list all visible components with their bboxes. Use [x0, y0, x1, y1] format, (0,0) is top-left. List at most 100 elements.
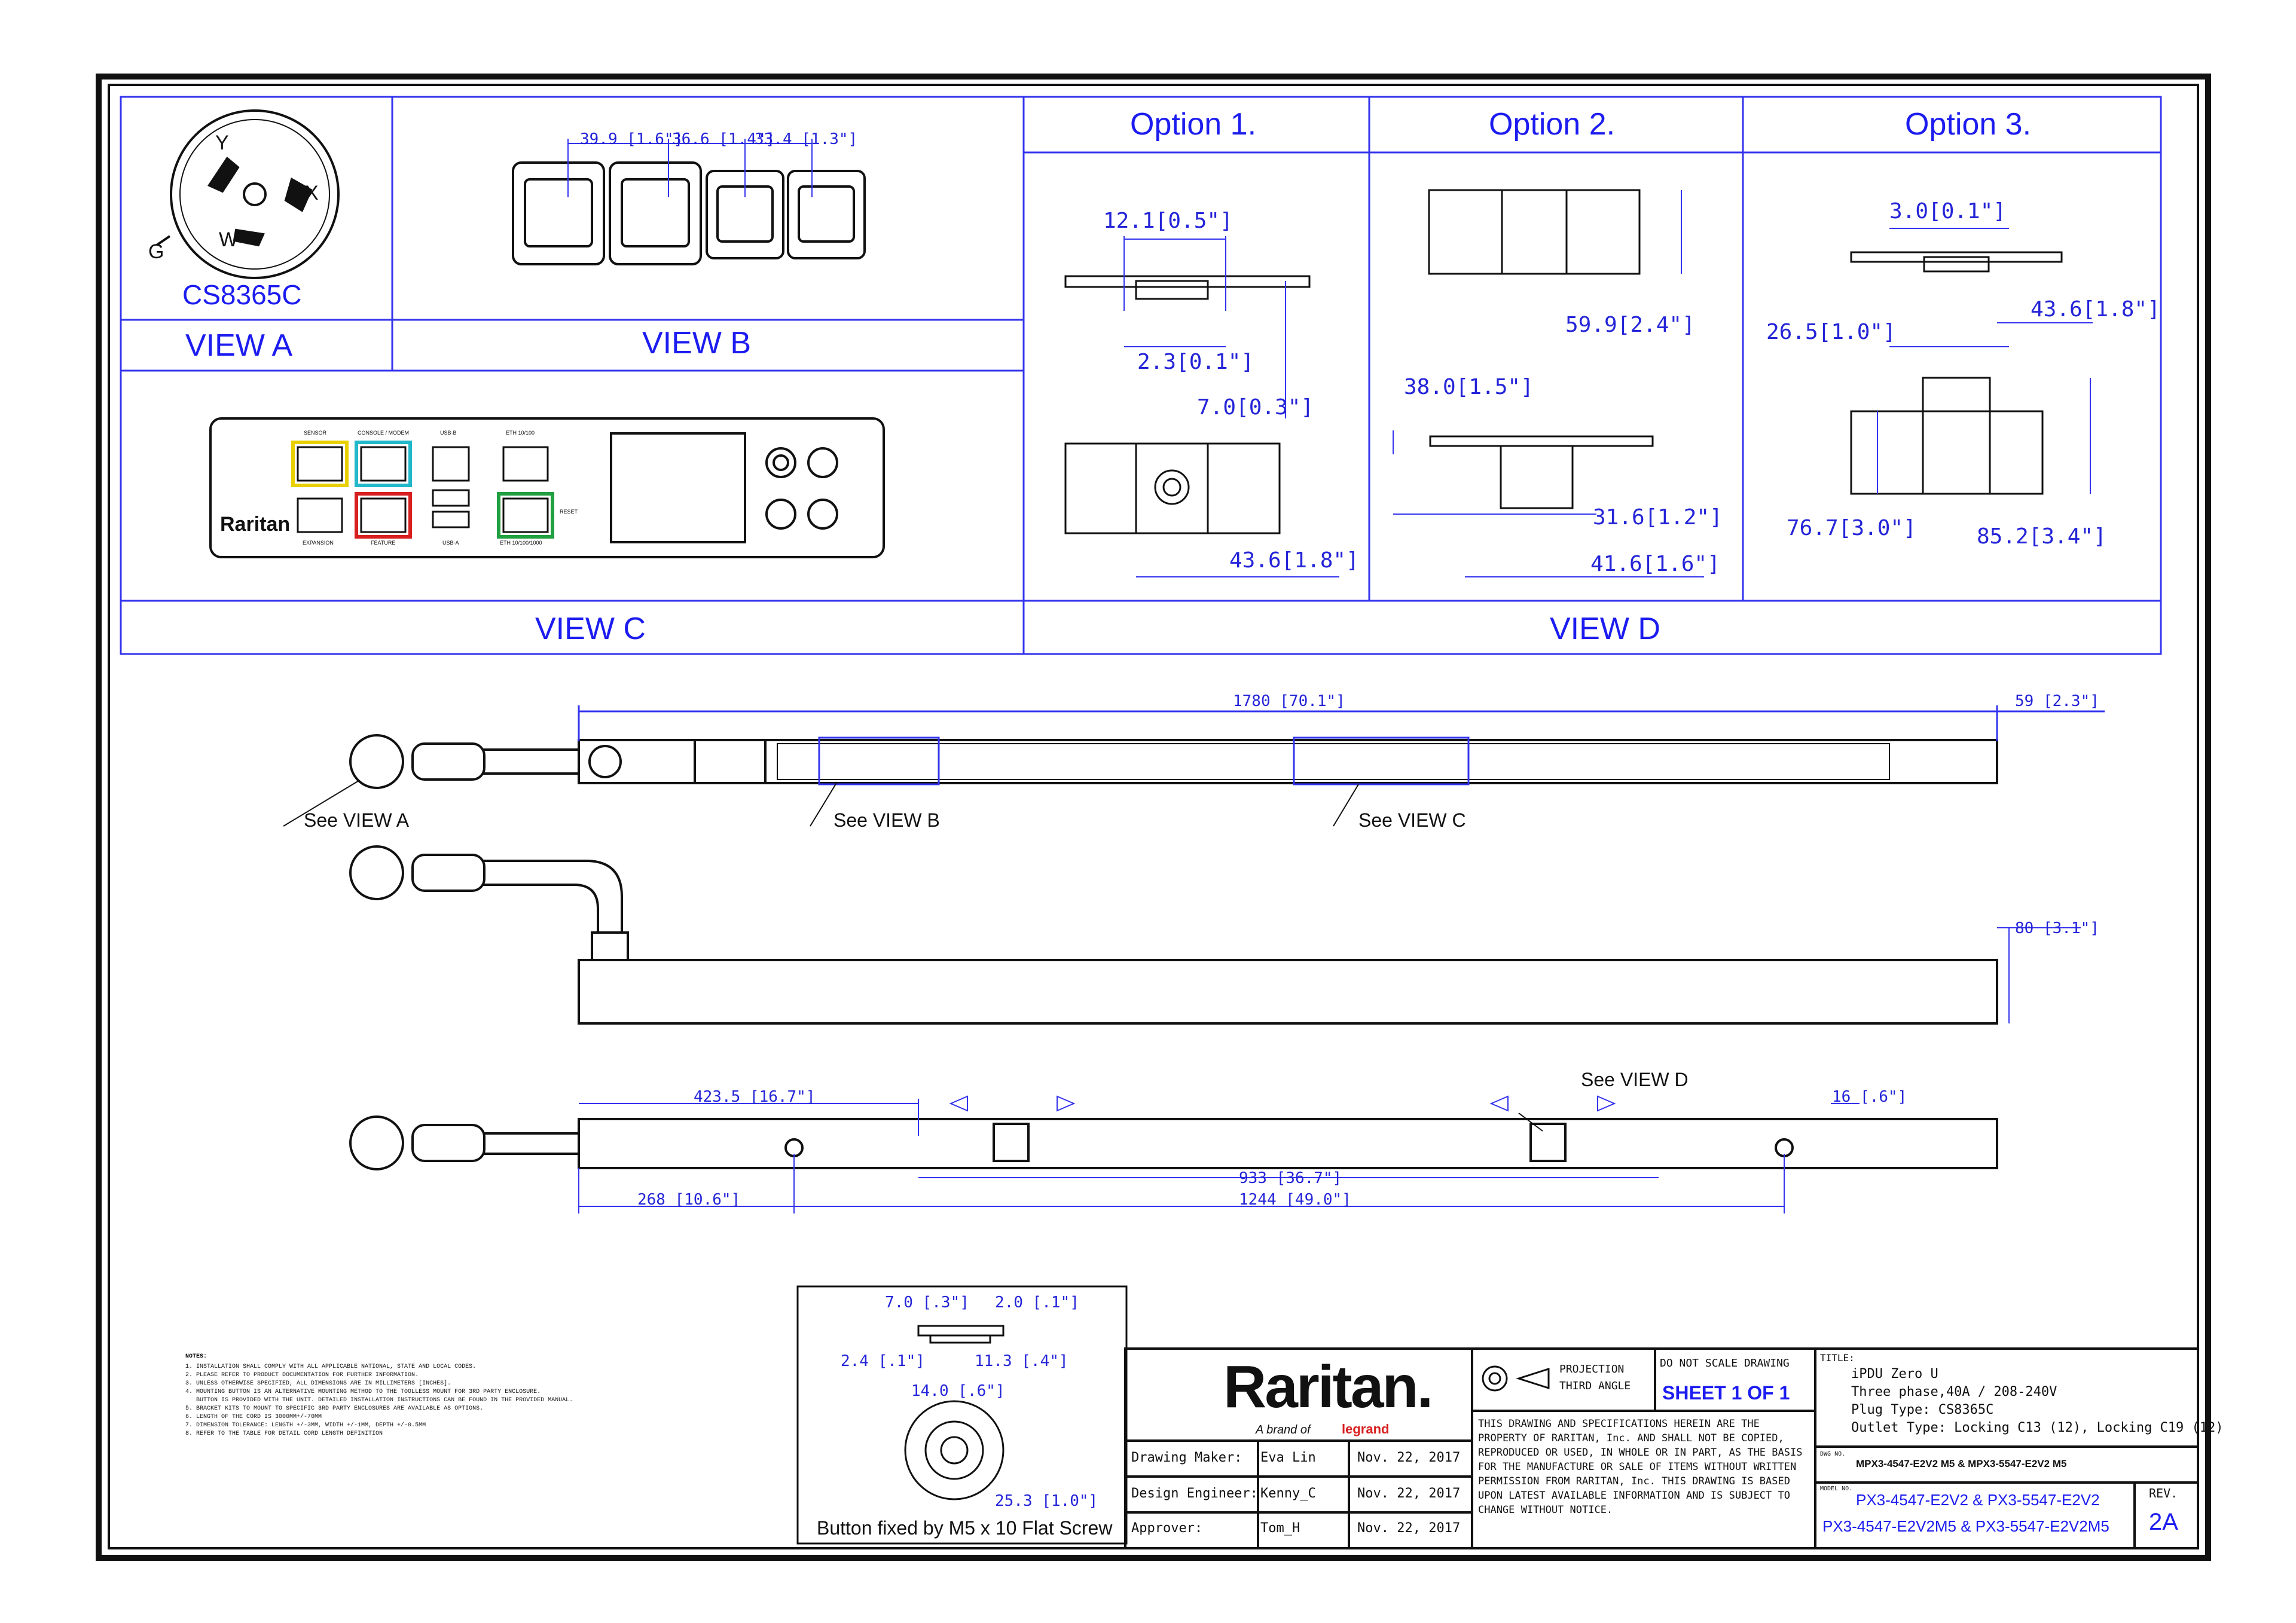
button-dim-4: 11.3 [.4"] [975, 1352, 1068, 1370]
button-dim-3: 2.4 [.1"] [841, 1352, 925, 1370]
third-angle-projection-symbol [1482, 1365, 1550, 1392]
note-2: 2. PLEASE REFER TO PRODUCT DOCUMENTATION… [185, 1372, 419, 1379]
view-d-label: VIEW D [1550, 612, 1660, 646]
note-7: 7. DIMENSION TOLERANCE: LENGTH +/-3MM, W… [185, 1422, 426, 1429]
model-line-1: PX3-4547-E2V2 & PX3-5547-E2V2 [1856, 1491, 2100, 1509]
rev-label: REV. [2149, 1486, 2178, 1500]
note-8: 8. REFER TO THE TABLE FOR DETAIL CORD LE… [185, 1431, 383, 1437]
port-label-reset: RESET [560, 509, 578, 515]
pdu-depth-dim: 80 [3.1"] [2015, 919, 2099, 937]
rear-dim-1: 423.5 [16.7"] [694, 1088, 816, 1106]
callout-view-d: See VIEW D [1581, 1069, 1689, 1090]
port-label-eth-100: ETH 10/100 [506, 430, 535, 436]
pdu-side-body [349, 845, 1998, 1025]
design-engineer-name: Kenny_C [1260, 1486, 1316, 1501]
note-3: 3. UNLESS OTHERWISE SPECIFIED, ALL DIMEN… [185, 1380, 451, 1387]
port-label-feature: FEATURE [371, 540, 396, 546]
model-line-2: PX3-4547-E2V2M5 & PX3-5547-E2V2M5 [1822, 1517, 2109, 1535]
port-label-expansion: EXPANSION [303, 540, 334, 546]
callout-view-c: See VIEW C [1358, 809, 1466, 831]
panel-logo: Raritan [220, 513, 291, 536]
port-label-console: CONSOLE / MODEM [358, 430, 410, 436]
port-label-usb-a: USB-A [442, 540, 459, 546]
option-3-title: Option 3. [1905, 107, 2032, 142]
button-dim-1: 7.0 [.3"] [885, 1294, 969, 1312]
brand-line: A brand of [1256, 1423, 1311, 1436]
opt2-dim-4: 41.6[1.6"] [1590, 552, 1720, 576]
rear-dim-3: 933 [36.7"] [1239, 1169, 1342, 1187]
button-dim-5: 14.0 [.6"] [911, 1382, 1005, 1400]
port-label-eth-1000: ETH 10/100/1000 [500, 540, 542, 546]
control-panel [209, 417, 885, 558]
opt3-dim-1: 3.0[0.1"] [1889, 199, 2007, 224]
opt2-dim-3: 31.6[1.2"] [1593, 505, 1723, 530]
note-5: 5. BRACKET KITS TO MOUNT TO SPECIFIC 3RD… [185, 1405, 484, 1412]
plug-part-number: CS8365C [182, 279, 302, 310]
notes-heading: NOTES: [185, 1353, 207, 1360]
approver-date: Nov. 22, 2017 [1357, 1521, 1461, 1536]
raritan-logo: Raritan. [1223, 1353, 1433, 1420]
opt3-dim-4: 76.7[3.0"] [1787, 516, 1916, 540]
approver-label: Approver: [1131, 1521, 1203, 1536]
view-b-label: VIEW B [642, 326, 752, 360]
opt3-dim-2: 43.6[1.8"] [2031, 297, 2160, 322]
opt2-dim-1: 59.9[2.4"] [1565, 313, 1695, 337]
note-6: 6. LENGTH OF THE CORD IS 3000MM+/-70MM [185, 1414, 322, 1420]
dwg-number: MPX3-4547-E2V2 M5 & MPX3-5547-E2V2 M5 [1856, 1458, 2067, 1469]
pdu-front-body [349, 734, 1998, 789]
view-b-dim-3: 33.4 [1.3"] [755, 130, 858, 148]
opt1-dim-3: 7.0[0.3"] [1197, 395, 1314, 420]
title-line-2: Three phase,40A / 208-240V [1851, 1384, 2057, 1399]
model-no-label: MODEL NO. [1820, 1486, 1853, 1492]
title-line-1: iPDU Zero U [1851, 1367, 1938, 1381]
opt3-dim-5: 85.2[3.4"] [1977, 524, 2106, 549]
button-caption: Button fixed by M5 x 10 Flat Screw [817, 1517, 1113, 1539]
projection-angle: THIRD ANGLE [1559, 1380, 1631, 1392]
design-engineer-date: Nov. 22, 2017 [1357, 1486, 1461, 1501]
rev-value: 2A [2149, 1509, 2178, 1535]
pdu-length-dim: 1780 [70.1"] [1233, 692, 1345, 710]
port-label-sensor: SENSOR [304, 430, 327, 436]
opt1-dim-1: 12.1[0.5"] [1103, 209, 1233, 233]
view-c-label: VIEW C [535, 612, 646, 646]
port-label-usb-b: USB-B [440, 430, 457, 436]
sheet-number: SHEET 1 OF 1 [1662, 1382, 1790, 1404]
view-b-dim-2: 36.6 [1.4"] [672, 130, 775, 148]
button-dim-6: 25.3 [1.0"] [995, 1492, 1098, 1510]
callout-view-b: See VIEW B [833, 809, 940, 831]
design-engineer-label: Design Engineer: [1131, 1486, 1258, 1501]
dwg-no-label: DWG NO. [1820, 1451, 1846, 1457]
projection-label: PROJECTION [1559, 1363, 1625, 1376]
legrand-logo: legrand [1342, 1422, 1390, 1436]
pdu-width-dim: 59 [2.3"] [2015, 692, 2099, 710]
drawing-maker-name: Eva Lin [1260, 1450, 1316, 1465]
pin-label-x: X [305, 182, 319, 204]
property-notice: THIS DRAWING AND SPECIFICATIONS HEREIN A… [1478, 1418, 1803, 1516]
title-line-4: Outlet Type: Locking C13 (12), Locking C… [1851, 1420, 2224, 1435]
rear-dim-5: 1244 [49.0"] [1239, 1191, 1351, 1209]
pin-label-g: G [148, 240, 164, 263]
title-label: TITLE: [1820, 1352, 1855, 1364]
opt1-dim-4: 43.6[1.8"] [1229, 548, 1359, 573]
notes-block: NOTES: 1. INSTALLATION SHALL COMPLY WITH… [185, 1353, 723, 1439]
drawing-maker-date: Nov. 22, 2017 [1357, 1450, 1461, 1465]
pdu-rear-body [349, 1115, 1998, 1170]
rear-dim-2: 16 [.6"] [1832, 1088, 1907, 1106]
opt3-dim-3: 26.5[1.0"] [1766, 320, 1896, 344]
view-a-label: VIEW A [185, 328, 293, 363]
view-b-dim-1: 39.9 [1.6"] [580, 130, 683, 148]
callout-view-a: See VIEW A [304, 809, 410, 831]
note-1: 1. INSTALLATION SHALL COMPLY WITH ALL AP… [185, 1364, 477, 1370]
option-1-title: Option 1. [1130, 107, 1257, 142]
note-4: 4. MOUNTING BUTTON IS AN ALTERNATIVE MOU… [185, 1389, 541, 1395]
pin-label-w: W [219, 228, 239, 251]
option-2-title: Option 2. [1489, 107, 1616, 142]
opt1-dim-2: 2.3[0.1"] [1137, 350, 1254, 374]
approver-name: Tom_H [1260, 1521, 1300, 1536]
scale-note: DO NOT SCALE DRAWING [1660, 1357, 1790, 1370]
title-line-3: Plug Type: CS8365C [1851, 1402, 1994, 1417]
pin-label-y: Y [215, 132, 229, 154]
note-4b: BUTTON IS PROVIDED WITH THE UNIT. DETAIL… [185, 1397, 573, 1404]
opt2-dim-2: 38.0[1.5"] [1404, 375, 1534, 399]
